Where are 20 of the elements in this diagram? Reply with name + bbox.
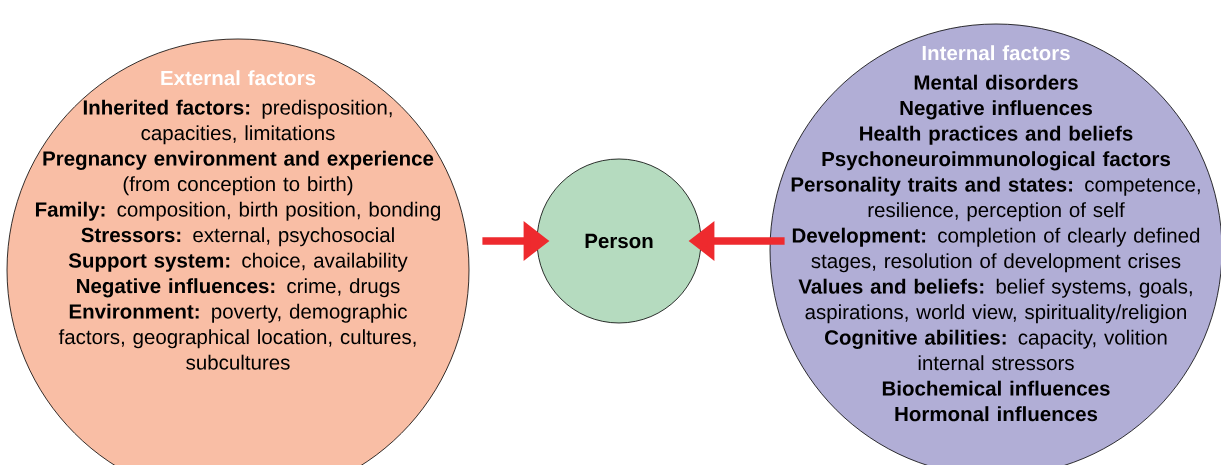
factor-text: Negative influences [900, 100, 1092, 120]
circle-heading: External factors [161, 70, 316, 86]
factor-text: Hormonal influences [895, 406, 1098, 422]
circle-heading: Internal factors [922, 45, 1070, 61]
person-label: Person [585, 233, 653, 249]
factor-text: Support system: choice, availability [68, 252, 408, 272]
factor-text: Cognitive abilities: capacity, volition internal stressors [825, 329, 1167, 371]
factor-text: Mental disorders [914, 74, 1078, 90]
factor-text: Environment: poverty, demographic factors, geographical location, cultures, subcultures [58, 303, 416, 370]
factor-text: Family: composition, birth position, bonding [36, 201, 440, 221]
factor-text: Biochemical influences [882, 380, 1110, 396]
factor-text: Stressors: external, psychosocial [81, 227, 394, 247]
factor-text: Negative influences: crime, drugs [77, 278, 400, 298]
factor-circle [769, 23, 1221, 465]
factor-text: Pregnancy environment and experience (from conception to birth) [43, 150, 434, 196]
factor-text: Inherited factors: predisposition, capacities, limitations [83, 99, 392, 145]
factor-text: Health practices and beliefs [860, 125, 1133, 145]
person-circle [536, 158, 702, 324]
factor-circle [6, 38, 470, 465]
factor-text: Psychoneuroimmunological factors [822, 151, 1170, 171]
